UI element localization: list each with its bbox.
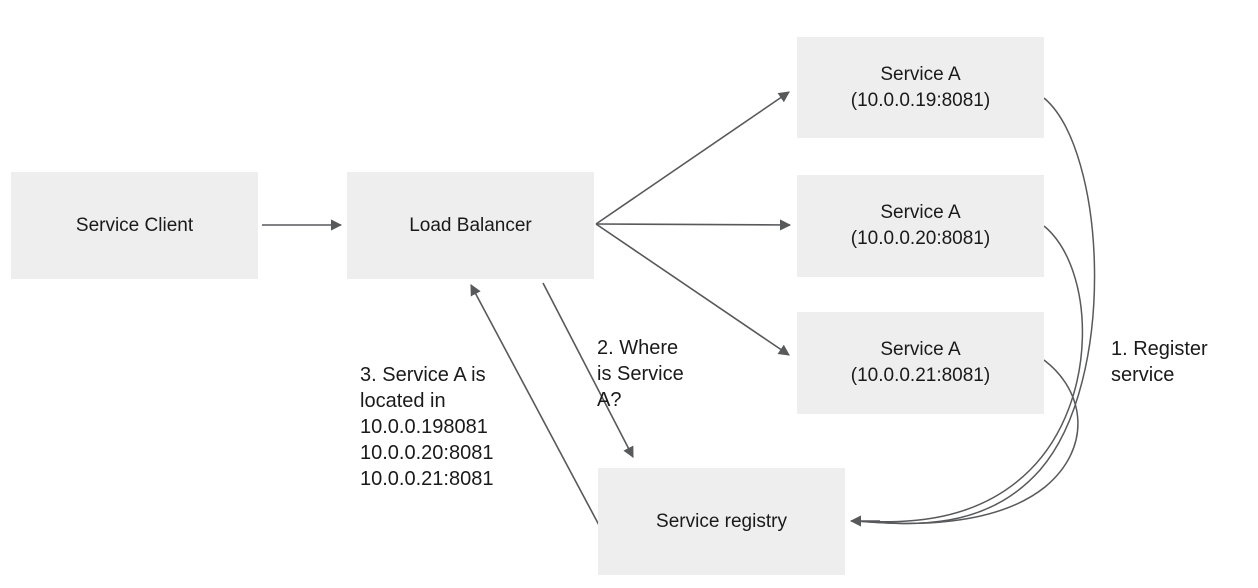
node-load-balancer-label: Load Balancer [409, 214, 532, 236]
node-service-a-1-name: Service A [880, 63, 961, 85]
edge-load-balancer-to-service-a-1 [595, 91, 790, 225]
node-service-a-3[interactable]: Service A (10.0.0.21:8081) [797, 312, 1044, 414]
node-service-client-label: Service Client [75, 214, 194, 236]
node-service-a-1[interactable]: Service A (10.0.0.19:8081) [797, 37, 1044, 138]
edge-label-service-a-located-in: 3. Service A is located in 10.0.0.198081… [360, 364, 494, 490]
edge-label-where-is-service: 2. Where is Service A? [597, 337, 684, 411]
node-service-client[interactable]: Service Client [11, 172, 258, 279]
node-service-registry-label: Service registry [656, 510, 787, 532]
node-service-registry[interactable]: Service registry [598, 468, 845, 575]
node-service-a-2-name: Service A [880, 202, 961, 223]
node-service-a-2-address: (10.0.0.20:8081) [850, 228, 991, 249]
edge-load-balancer-to-service-a-2 [595, 219, 792, 231]
node-service-a-3-name: Service A [880, 339, 961, 360]
node-service-a-1-address: (10.0.0.19:8081) [850, 89, 991, 111]
node-load-balancer[interactable]: Load Balancer [347, 172, 594, 279]
node-service-a-3-address: (10.0.0.21:8081) [850, 365, 991, 386]
edge-label-register-service: 1. Register service [1111, 338, 1208, 386]
node-service-a-2[interactable]: Service A (10.0.0.20:8081) [797, 175, 1044, 277]
edge-service-a-1-to-registry [856, 97, 1096, 525]
